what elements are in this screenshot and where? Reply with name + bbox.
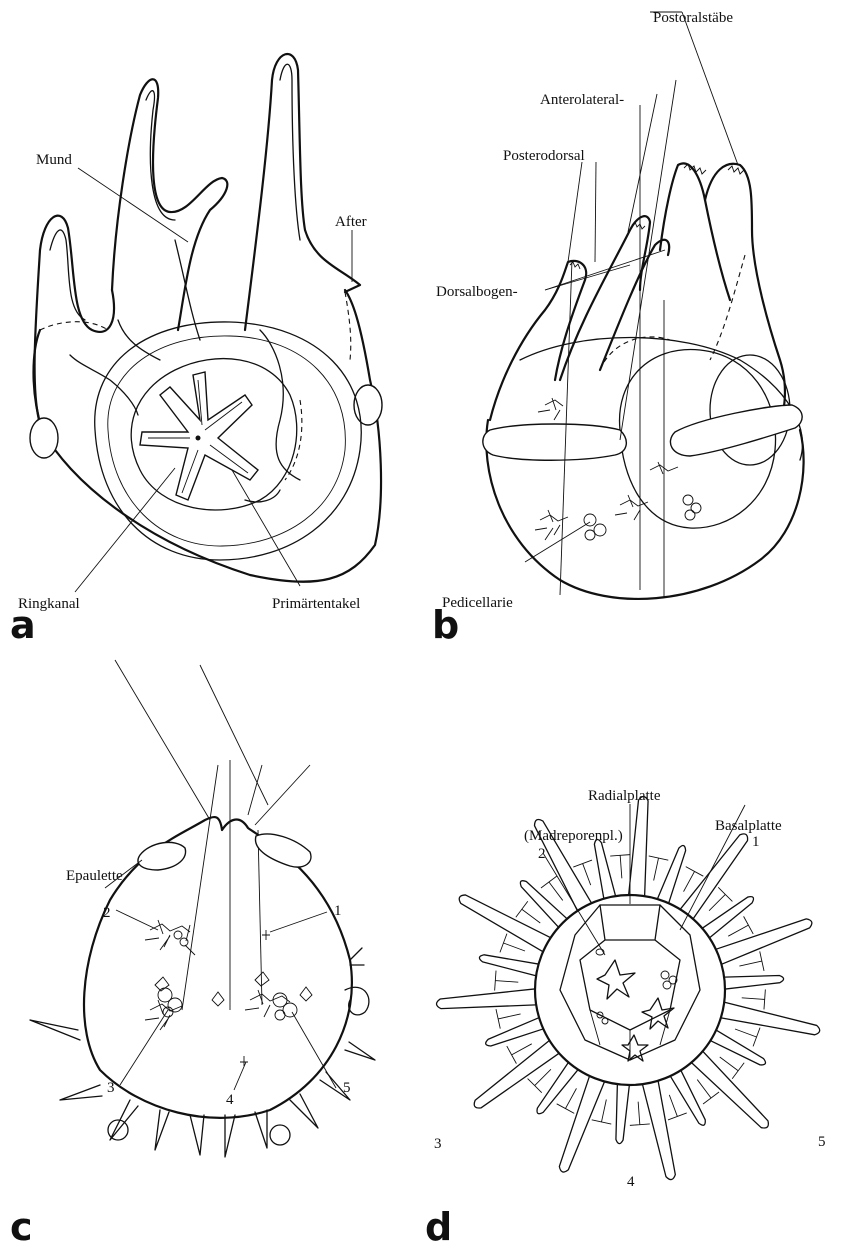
panel-letter-a: a (10, 603, 36, 647)
label-postoralstaebe: Postoralstäbe (653, 10, 733, 26)
pedicellaria (592, 1099, 612, 1124)
spine (594, 840, 615, 899)
label-primaertentakel: Primärtentakel (272, 596, 360, 612)
pedicellaria (495, 971, 519, 991)
pedicellaria (610, 855, 630, 879)
pedicellaria-clusters-c (145, 920, 312, 1066)
number-d-5: 5 (818, 1134, 826, 1150)
number-c-1: 1 (334, 903, 342, 919)
spine (724, 975, 783, 989)
label-radialplatte: Radialplatte (588, 788, 661, 804)
pedicellaria (739, 951, 764, 971)
spine (643, 1081, 676, 1179)
pedicellaria-cluster (535, 398, 701, 540)
spines (30, 948, 375, 1157)
pedicellaria (516, 901, 540, 923)
panel-a-drawing (30, 54, 382, 592)
number-c-2: 2 (103, 905, 111, 921)
pedicellaria (697, 1080, 719, 1104)
spine (437, 989, 536, 1009)
number-d-1: 1 (752, 834, 760, 850)
spine (657, 846, 685, 904)
panel-letter-c: c (10, 1205, 33, 1249)
label-after: After (335, 214, 367, 230)
number-d-2: 2 (538, 846, 546, 862)
spine (702, 897, 753, 938)
pedicellaria (720, 1057, 744, 1079)
number-c-3: 3 (107, 1080, 115, 1096)
spine (479, 955, 538, 976)
spine (486, 1018, 543, 1046)
panel-letter-d: d (425, 1205, 452, 1249)
spine (616, 1084, 629, 1143)
number-d-4: 4 (627, 1174, 635, 1190)
pedicellaria (742, 989, 766, 1009)
label-epaulette: Epaulette (66, 868, 123, 884)
panel-d-drawing (437, 796, 820, 1179)
spine (716, 919, 812, 964)
number-d-3: 3 (434, 1136, 442, 1152)
pedicellaria (496, 1009, 521, 1029)
panel-c-drawing (30, 660, 375, 1157)
pedicellaria (500, 934, 525, 953)
spine (520, 881, 567, 927)
label-mund: Mund (36, 152, 72, 168)
panel-b-drawing (483, 12, 804, 599)
number-c-5: 5 (343, 1080, 351, 1096)
spine (559, 1076, 604, 1172)
label-madreporenpl: (Madreporenpl.) (524, 828, 623, 844)
label-posterodorsal: Posterodorsal (503, 148, 585, 164)
pedicellaria (684, 867, 704, 892)
pedicellaria (630, 1102, 650, 1126)
label-dorsalbogen: Dorsalbogen- (436, 284, 518, 300)
pedicellaria (649, 856, 669, 881)
pedicellaria (573, 860, 592, 885)
pedicellaria (507, 1044, 532, 1064)
label-anterolateral: Anterolateral- (540, 92, 624, 108)
number-c-4: 4 (226, 1092, 234, 1108)
spine (537, 1063, 578, 1114)
panel-letter-b: b (432, 603, 459, 647)
spines-d (437, 796, 820, 1179)
spine (629, 796, 648, 895)
label-basalplatte: Basalplatte (715, 818, 782, 834)
spine (721, 1002, 820, 1035)
